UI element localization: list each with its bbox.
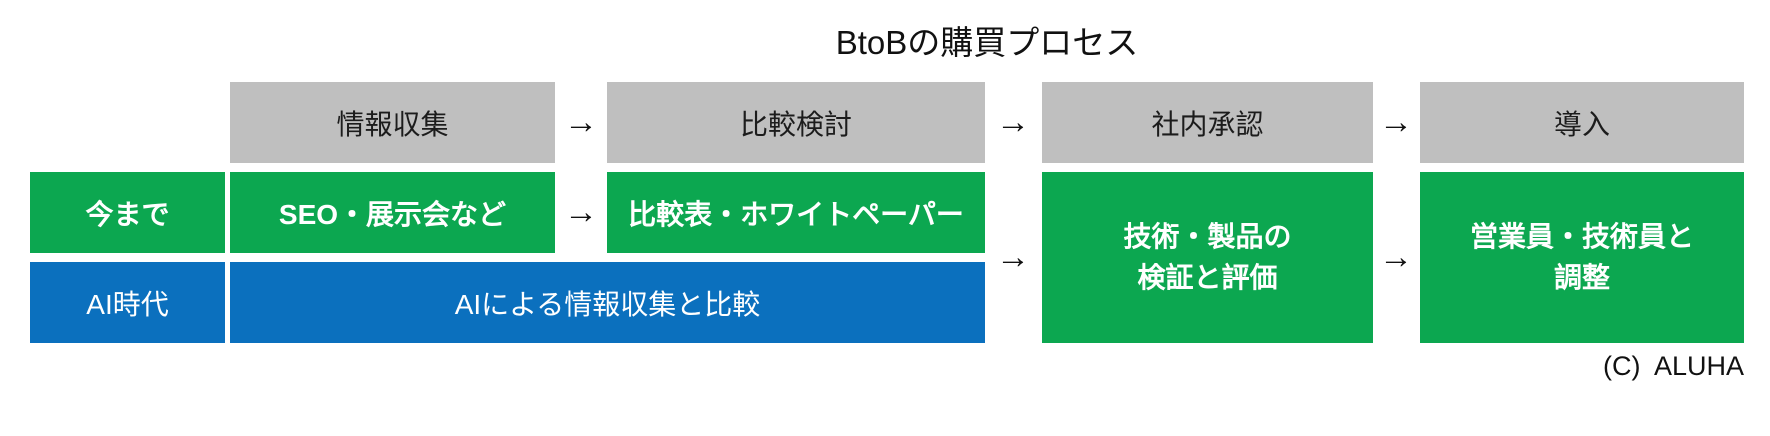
cell-text: SEO・展示会など (278, 198, 507, 230)
cell-comparison-whitepaper: 比較表・ホワイトペーパー (607, 172, 985, 253)
cell-text-line1: 営業員・技術員と (1469, 220, 1694, 252)
stage-label: 情報収集 (336, 108, 449, 140)
cell-tech-product-validation: 技術・製品の 検証と評価 (1042, 172, 1373, 343)
cell-text: AIによる情報収集と比較 (454, 288, 761, 320)
stage-label: 導入 (1553, 108, 1610, 140)
cell-ai-info-gathering-comparison: AIによる情報収集と比較 (230, 262, 985, 343)
right-arrow-icon: → (564, 193, 598, 231)
stage-box-comparison: 比較検討 (607, 82, 985, 163)
cell-text-line1: 技術・製品の (1123, 220, 1292, 252)
stage-box-adoption: 導入 (1420, 82, 1744, 163)
stage-label: 社内承認 (1151, 108, 1264, 140)
cell-text-line2: 調整 (1553, 261, 1610, 293)
right-arrow-icon: → (1379, 238, 1413, 276)
right-arrow-icon: → (1379, 103, 1413, 141)
row-label-ai-era: AI時代 (30, 262, 225, 343)
copyright-notice: (C) ALUHA (1602, 351, 1744, 381)
diagram-title: BtoBの購買プロセス (835, 24, 1139, 61)
cell-seo-exhibition: SEO・展示会など (230, 172, 555, 253)
stage-box-internal-approval: 社内承認 (1042, 82, 1373, 163)
cell-text: 比較表・ホワイトペーパー (628, 198, 964, 230)
cell-text-line2: 検証と評価 (1137, 261, 1278, 293)
row-label-text: AI時代 (86, 288, 169, 320)
cell-sales-engineer-adjustment: 営業員・技術員と 調整 (1420, 172, 1744, 343)
stage-box-info-gathering: 情報収集 (230, 82, 555, 163)
stage-label: 比較検討 (739, 108, 852, 140)
right-arrow-icon: → (996, 103, 1030, 141)
right-arrow-icon: → (996, 238, 1030, 276)
right-arrow-icon: → (564, 103, 598, 141)
row-label-text: 今まで (85, 198, 170, 230)
row-label-traditional: 今まで (30, 172, 225, 253)
